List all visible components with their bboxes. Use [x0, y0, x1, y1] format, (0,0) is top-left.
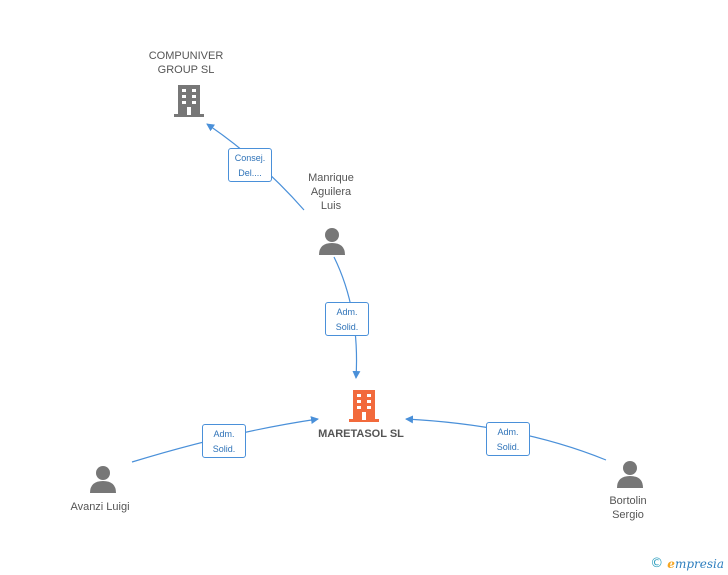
edge-label-line2: Solid. [496, 442, 520, 452]
brand-rest: mpresia [674, 556, 724, 571]
node-bortolin-label: Bortolin Sergio [583, 494, 673, 522]
copyright-symbol: © [650, 556, 664, 571]
edge-label-consej[interactable]: Consej. Del.... [228, 148, 272, 182]
node-manrique-label-line3: Luis [320, 200, 342, 212]
node-avanzi-label: Avanzi Luigi [70, 501, 130, 513]
node-manrique-label-line1: Manrique [308, 172, 354, 184]
edge-label-line1: Adm. [213, 429, 235, 439]
node-manrique-label-line2: Aguilera [310, 186, 352, 198]
edge-label-adm-solid-bortolin[interactable]: Adm. Solid. [486, 422, 530, 456]
edge-label-line1: Consej. [234, 153, 266, 163]
brand-initial: e [667, 556, 675, 571]
edge-label-adm-solid-manrique[interactable]: Adm. Solid. [325, 302, 369, 336]
node-bortolin-label-line1: Bortolin [609, 495, 647, 507]
node-maretasol-label: MARETASOL SL [318, 428, 404, 440]
person-icon[interactable] [88, 464, 118, 494]
node-bortolin-label-line2: Sergio [612, 509, 644, 521]
building-icon[interactable] [173, 83, 205, 119]
edge-label-line2: Solid. [335, 322, 359, 332]
node-compuniver-label: COMPUNIVER GROUP SL [136, 49, 236, 77]
edge-label-line1: Adm. [336, 307, 358, 317]
edge-label-line1: Adm. [497, 427, 519, 437]
person-icon[interactable] [317, 226, 347, 256]
person-icon[interactable] [615, 459, 645, 489]
edge-label-line2: Del.... [238, 168, 262, 178]
edge-label-line2: Solid. [212, 444, 236, 454]
node-compuniver-label-line1: COMPUNIVER [148, 50, 224, 62]
node-manrique-label: Manrique Aguilera Luis [286, 171, 376, 213]
brand-logo-text: empresia [667, 557, 724, 571]
empresia-brand[interactable]: © empresia [650, 556, 724, 571]
building-icon[interactable] [348, 388, 380, 424]
edge-label-adm-solid-avanzi[interactable]: Adm. Solid. [202, 424, 246, 458]
node-compuniver-label-line2: GROUP SL [157, 64, 215, 76]
